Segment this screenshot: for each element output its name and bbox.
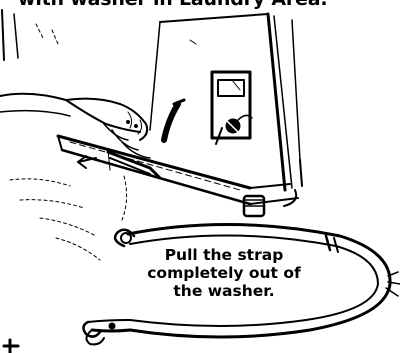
instruction-callout: Pull the strap completely out of the was… [140, 244, 308, 302]
motion-lines [10, 24, 127, 260]
callout-line-2: completely out of [140, 264, 308, 282]
callout-line-3: the washer. [140, 282, 308, 300]
hand-sketch [0, 94, 160, 178]
washer-cabinet [2, 10, 302, 216]
header-text: with washer in Laundry Area. [18, 0, 378, 10]
callout-line-1: Pull the strap [140, 246, 308, 264]
